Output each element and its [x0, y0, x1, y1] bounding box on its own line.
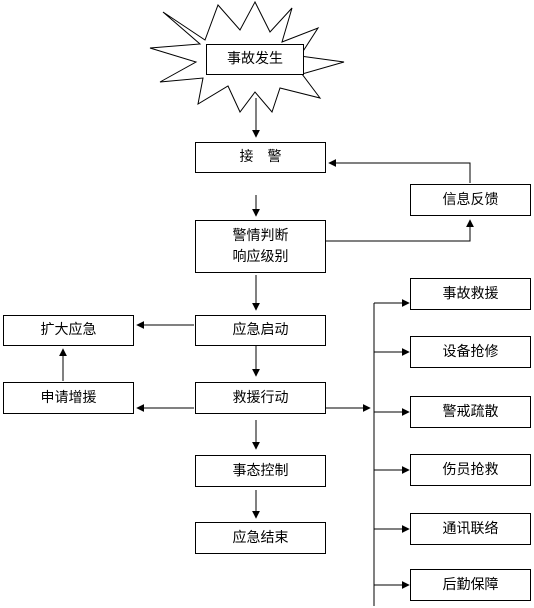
action-equipment-repair: 设备抢修 — [410, 336, 531, 368]
judge-label-line1: 警情判断 — [232, 227, 289, 244]
situation-control-node: 事态控制 — [195, 455, 326, 487]
response-end-node: 应急结束 — [195, 522, 326, 554]
rescue-action-node: 救援行动 — [195, 382, 326, 414]
judge-label-line2: 响应级别 — [232, 248, 289, 265]
expand-response-node: 扩大应急 — [3, 315, 134, 346]
feedback-node: 信息反馈 — [410, 184, 531, 216]
connector-feedback-receive — [328, 159, 471, 183]
action-casualty-rescue: 伤员抢救 — [410, 454, 531, 486]
receive-alarm-node: 接 警 — [195, 142, 326, 173]
activate-response-node: 应急启动 — [195, 315, 326, 346]
request-support-node: 申请增援 — [3, 382, 134, 414]
action-logistics: 后勤保障 — [410, 569, 531, 601]
judge-level-node: 警情判断 响应级别 — [195, 220, 326, 273]
connector-judge-feedback — [326, 219, 474, 242]
action-accident-rescue: 事故救援 — [410, 278, 531, 310]
start-node: 事故发生 — [206, 44, 304, 75]
action-cordon-evacuate: 警戒疏散 — [410, 396, 531, 428]
action-communication: 通讯联络 — [410, 513, 531, 545]
